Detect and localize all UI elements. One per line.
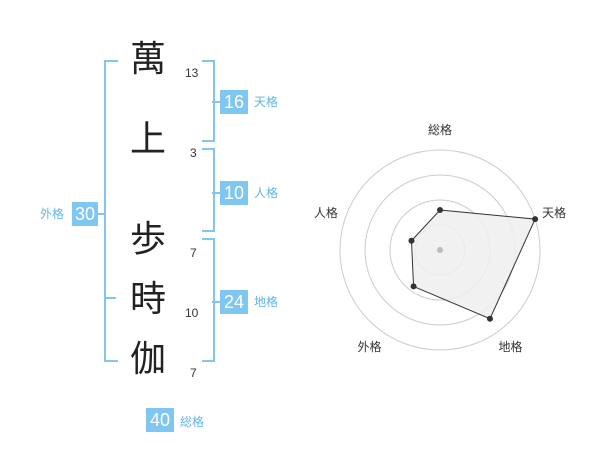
name-char-4: 時 [129, 279, 166, 320]
radar-center [437, 247, 443, 253]
radar-point-5 [408, 237, 415, 244]
jinkaku-value: 10 [220, 181, 248, 205]
radar-point-1 [437, 207, 443, 213]
gaikaku-inner-tick [104, 297, 116, 299]
name-char-1: 萬 [129, 39, 166, 80]
name-char-5: 伽 [129, 339, 166, 380]
stroke-count-2: 3 [190, 146, 197, 160]
tenkaku-label: 天格 [254, 95, 279, 109]
radar-axis-label-5: 人格 [314, 205, 338, 220]
soukaku-label: 総格 [180, 415, 205, 429]
jinkaku-tick [212, 192, 221, 194]
gaikaku-value: 30 [72, 202, 98, 226]
radar-axis-label-2: 天格 [542, 205, 566, 220]
soukaku-value: 40 [146, 408, 174, 432]
chikaku-label: 地格 [254, 295, 279, 309]
radar-point-4 [410, 283, 417, 290]
name-char-3: 歩 [129, 219, 166, 260]
radar-axis-label-4: 外格 [357, 339, 381, 354]
radar-point-3 [486, 315, 493, 322]
chikaku-bracket [202, 238, 215, 362]
tenkaku-tick [212, 101, 221, 103]
stroke-count-3: 7 [190, 246, 197, 260]
radar-axis-label-1: 総格 [428, 122, 452, 137]
radar-axis-label-3: 地格 [499, 339, 523, 354]
radar-ring [339, 149, 541, 351]
jinkaku-label: 人格 [254, 186, 279, 200]
radar-area [410, 209, 536, 320]
chikaku-tick [212, 301, 221, 303]
stroke-count-5: 7 [190, 366, 197, 380]
gaikaku-bracket [104, 60, 118, 362]
radar-point-2 [532, 216, 539, 223]
tenkaku-value: 16 [220, 90, 248, 114]
stroke-count-4: 10 [185, 306, 199, 320]
chikaku-value: 24 [220, 290, 248, 314]
jinkaku-bracket [202, 148, 215, 232]
gaikaku-bracket-tick [96, 213, 105, 215]
name-char-2: 上 [129, 119, 166, 160]
stroke-count-1: 13 [185, 66, 199, 80]
gaikaku-label: 外格 [40, 207, 65, 221]
